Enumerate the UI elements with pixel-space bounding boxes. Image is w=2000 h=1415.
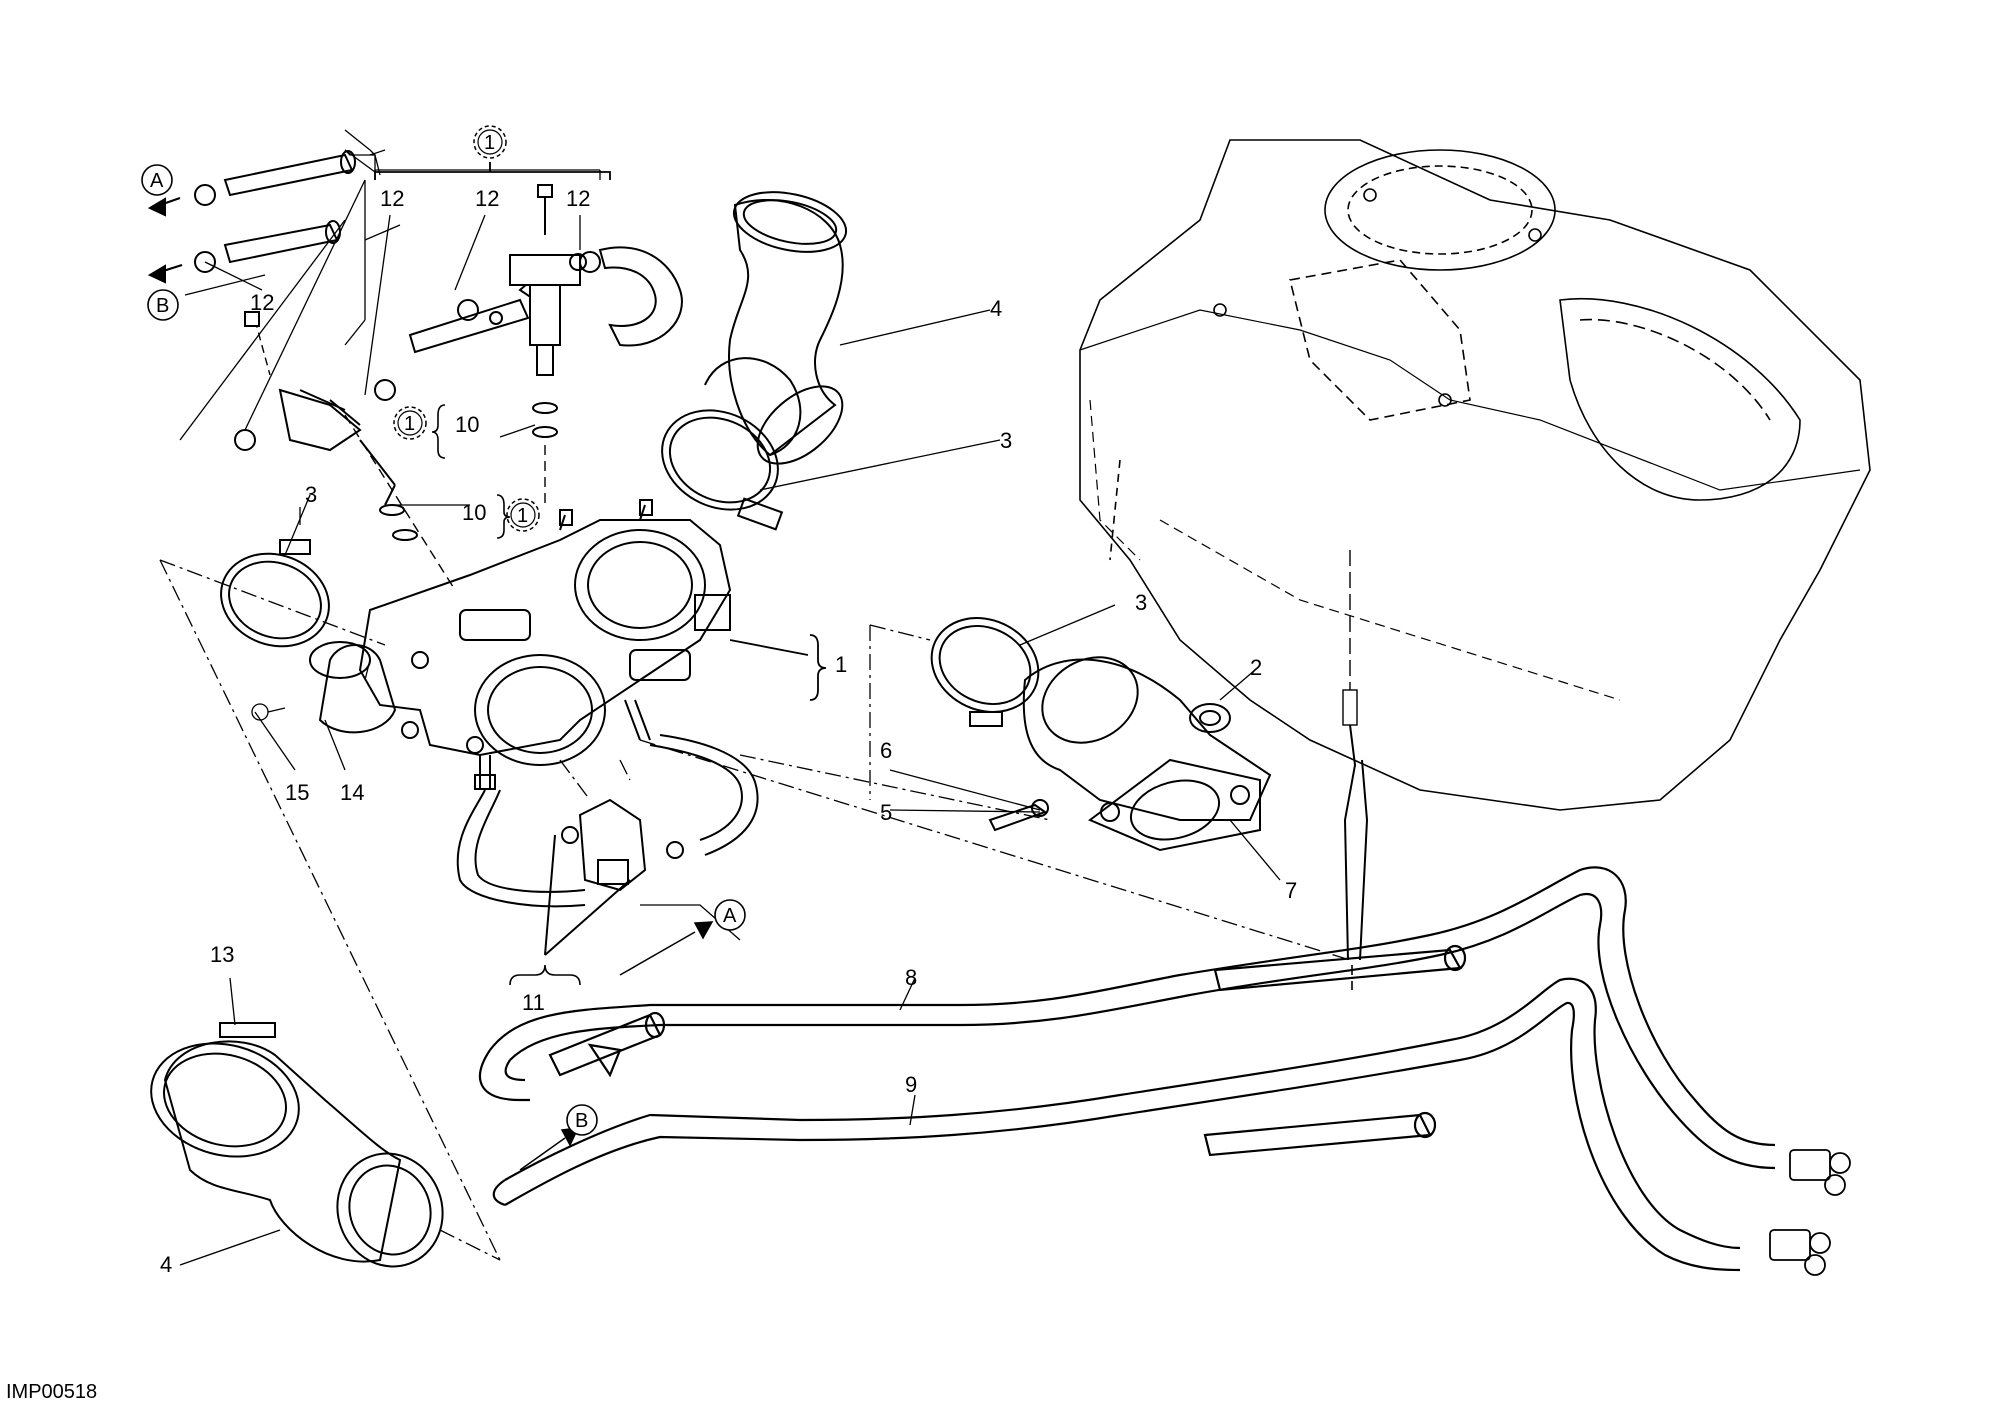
connector-a-top: A xyxy=(141,164,173,196)
clamps xyxy=(220,409,1040,727)
callout-13: 13 xyxy=(210,942,234,967)
brace-10-a xyxy=(431,404,446,459)
callout-12-b: 12 xyxy=(475,186,499,211)
leader-lines xyxy=(179,129,601,506)
callout-9: 9 xyxy=(905,1072,917,1097)
callout-4-bottom: 4 xyxy=(160,1252,172,1277)
callout-5: 5 xyxy=(880,800,892,825)
kit-bracket-top xyxy=(374,162,611,180)
callout-12-c: 12 xyxy=(566,186,590,211)
callout-10-b: 10 xyxy=(462,500,486,525)
airbox xyxy=(1079,139,1871,990)
connector-b-bottom: B xyxy=(566,1104,598,1136)
callout-6: 6 xyxy=(880,738,892,763)
short-hoses xyxy=(548,944,1467,1157)
connector-a-bottom: A xyxy=(714,899,746,931)
hose-9 xyxy=(492,977,1741,1272)
callout-7: 7 xyxy=(1285,878,1297,903)
dash-lines xyxy=(159,559,1351,1261)
callout-2: 2 xyxy=(1250,655,1262,680)
callout-3-b: 3 xyxy=(305,482,317,507)
throttle-body xyxy=(309,499,732,790)
brace-11 xyxy=(509,964,581,986)
drawing-code: IMP00518 xyxy=(6,1381,97,1403)
svg-text:B: B xyxy=(575,1110,588,1132)
leaders-bottom xyxy=(179,309,1281,1266)
arrow-lines-bottom xyxy=(519,921,714,1171)
bracket-1 xyxy=(729,634,827,701)
svg-text:A: A xyxy=(723,905,737,927)
callout-3-c: 3 xyxy=(1135,590,1147,615)
svg-text:1: 1 xyxy=(484,132,495,154)
fuel-line-11 xyxy=(456,734,759,956)
svg-text:B: B xyxy=(156,295,169,317)
kit-marker-low: 1 xyxy=(506,498,540,532)
callout-12-d: 12 xyxy=(250,290,274,315)
connector-b-top: B xyxy=(147,289,179,321)
callout-8: 8 xyxy=(905,965,917,990)
svg-text:A: A xyxy=(150,170,164,192)
svg-text:1: 1 xyxy=(404,413,415,435)
callout-1: 1 xyxy=(835,652,847,677)
callout-10-a: 10 xyxy=(455,412,479,437)
svg-text:1: 1 xyxy=(517,505,528,527)
callout-15: 15 xyxy=(285,780,309,805)
intake-duct-upper xyxy=(704,191,848,465)
kit-marker-top: 1 xyxy=(473,125,507,159)
manifold xyxy=(988,656,1272,852)
brace-10-b xyxy=(496,494,511,539)
callout-12-a: 12 xyxy=(380,186,404,211)
callout-3-a: 3 xyxy=(1000,428,1012,453)
fuel-hoses-top xyxy=(147,150,683,591)
intake-duct-lower xyxy=(150,1022,444,1268)
callout-11: 11 xyxy=(522,990,545,1015)
end-fittings xyxy=(1769,1149,1851,1276)
callout-4-top: 4 xyxy=(990,296,1002,321)
leaders-left xyxy=(251,507,346,771)
callout-14: 14 xyxy=(340,780,364,805)
hose-8 xyxy=(479,866,1776,1170)
kit-marker-mid: 1 xyxy=(393,406,427,440)
